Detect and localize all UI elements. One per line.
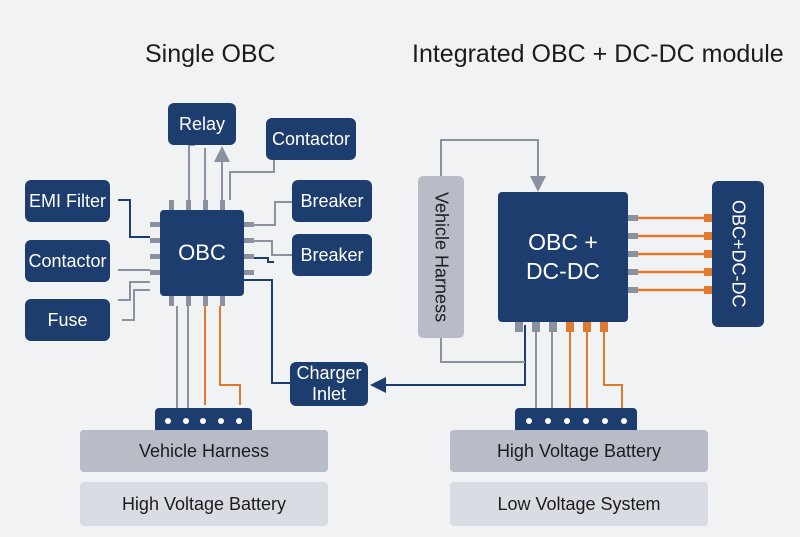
pin-dot [182,418,189,424]
module-line1: OBC + [528,229,598,256]
obc-dcdc-module: OBC + DC-DC [498,192,628,322]
single-obc-title: Single OBC [145,40,276,68]
emi-filter-box: EMI Filter [25,180,110,222]
breaker-box-2: Breaker [292,234,372,276]
vehicle-harness-vertical: Vehicle Harness [418,176,464,338]
pin-dot [236,418,243,424]
pin-dot [563,418,570,424]
low-voltage-system-bar: Low Voltage System [450,482,708,526]
left-connector [155,408,252,434]
pin-dot [601,418,608,424]
obc-pins [150,200,254,306]
pin-dot [544,418,551,424]
breaker-box-1: Breaker [292,180,372,222]
charger-inlet-line1: Charger [296,363,362,384]
vehicle-harness-vertical-label: Vehicle Harness [431,191,452,323]
integrated-module-title: Integrated OBC + DC-DC module [412,40,784,68]
contactor-top-box: Contactor [266,118,356,160]
hv-battery-bar-left: High Voltage Battery [80,482,328,526]
pin-dot [620,418,627,424]
pin-dot [525,418,532,424]
pin-dot [164,418,171,424]
charger-inlet-line2: Inlet [311,384,347,404]
relay-box: Relay [168,103,236,145]
vehicle-harness-bar: Vehicle Harness [80,430,328,472]
charger-inlet-box: Charger Inlet [290,362,368,406]
obc-chip: OBC [160,210,244,296]
obc-dcdc-output-block: OBC+DC-DC [712,181,764,327]
right-connector [515,408,637,434]
module-line2: DC-DC [525,258,601,284]
pin-dot [218,418,225,424]
pin-dot [200,418,207,424]
fuse-box: Fuse [25,299,110,341]
contactor-left-box: Contactor [25,240,110,282]
output-block-label: OBC+DC-DC [728,200,749,308]
hv-battery-bar-right: High Voltage Battery [450,430,708,472]
pin-dot [582,418,589,424]
